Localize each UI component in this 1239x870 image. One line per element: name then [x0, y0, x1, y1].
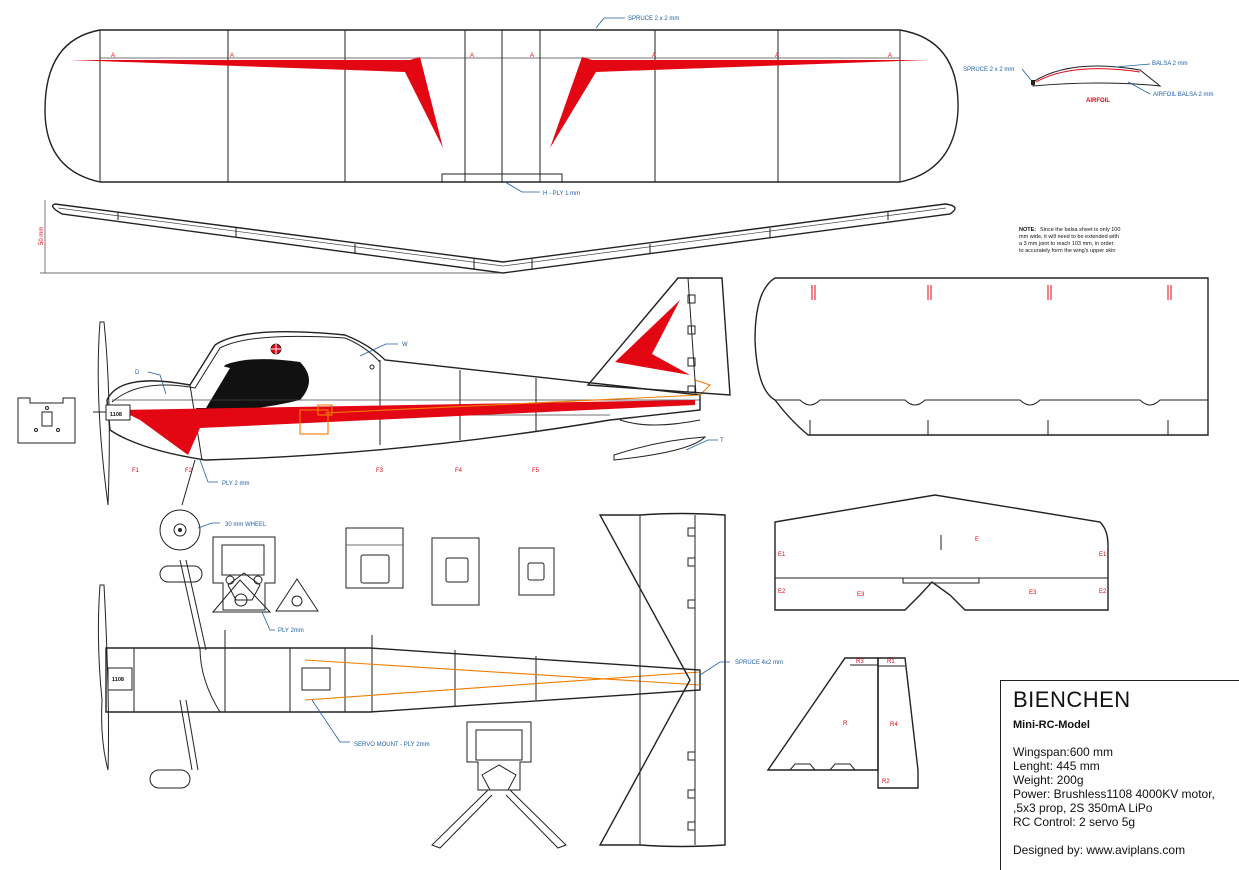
balsa-label: BALSA 2 mm	[1152, 61, 1188, 67]
frame-f5: F5	[532, 468, 540, 474]
note-text: NOTE:	[1019, 227, 1036, 233]
spec-power: Power: Brushless1108 4000KV motor,	[1013, 787, 1215, 801]
note-block: NOTE: Since the balsa sheet is only 100 …	[1019, 227, 1120, 254]
landing-gear-front	[431, 721, 567, 849]
rudder-parts: R3 R1 R R4 R2	[766, 657, 919, 789]
designer-credit: Designed by: www.aviplans.com	[1013, 843, 1186, 857]
frame-f3: F3	[376, 468, 384, 474]
h-ply-label: H - PLY 1 mm	[543, 191, 580, 197]
spruce-airfoil-label: SPRUCE 2 x 2 mm	[963, 67, 1014, 73]
label-a: A	[111, 53, 115, 59]
label-e: E	[975, 537, 979, 543]
spar-markers-a: A A A A A A A	[111, 53, 892, 59]
note-text: a 3 mm joint to reach 103 mm, in order	[1019, 241, 1114, 247]
firewall-part	[17, 397, 76, 444]
label-e1: E1	[1099, 552, 1107, 558]
spec-prop: ,5x3 prop, 2S 350mA LiPo	[1013, 801, 1153, 815]
d-label: D	[135, 370, 140, 376]
label-a: A	[230, 53, 234, 59]
note-text: Since the balsa sheet is only 100	[1040, 227, 1120, 233]
wing-top-view: A A A A A A A SPRUCE 2 x 2 mm H - PLY 1 …	[44, 16, 959, 197]
frame-f4: F4	[455, 468, 463, 474]
model-name: BIENCHEN	[1013, 687, 1131, 712]
model-subtitle: Mini-RC-Model	[1013, 719, 1090, 731]
label-a: A	[775, 53, 779, 59]
label-r2: R2	[882, 779, 890, 785]
wheel-label: 30 mm WHEEL	[225, 522, 267, 528]
airfoil-balsa-label: AIRFOIL BALSA 2 mm	[1153, 92, 1213, 98]
label-e1: E1	[778, 552, 786, 558]
label-e2: E2	[1099, 589, 1107, 595]
frame-f1: F1	[132, 468, 140, 474]
label-r: R	[843, 721, 848, 727]
label-r1: R1	[887, 659, 895, 665]
fuselage-top-view: 1108 SERVO MOUNT - PLY 2mm SPRUCE 4x2 mm	[97, 512, 783, 848]
label-a: A	[530, 53, 534, 59]
spruce-4x2-label: SPRUCE 4x2 mm	[735, 660, 783, 666]
height-label: 50 mm	[39, 227, 45, 245]
spec-rc: RC Control: 2 servo 5g	[1013, 815, 1136, 829]
airfoil-section: SPRUCE 2 x 2 mm BALSA 2 mm AIRFOIL AIRFO…	[963, 61, 1213, 104]
wing-front-view: 50 mm	[39, 200, 956, 274]
ply-label: PLY 2 mm	[222, 481, 249, 487]
label-r4: R4	[890, 722, 898, 728]
spec-weight: Weight: 200g	[1013, 773, 1084, 787]
wheel-and-formers: 30 mm WHEEL PLY 2mm	[159, 509, 555, 634]
label-e2: E2	[778, 589, 786, 595]
note-text: to accurately form the wing's upper skin	[1019, 248, 1115, 254]
motor-top-label: 1108	[112, 677, 124, 683]
fuselage-side-view: 1108 T W D F1 F2 F3 F4 F5 PLY 2 mm	[93, 277, 731, 506]
servo-mount-label: SERVO MOUNT - PLY 2mm	[354, 742, 430, 748]
label-a: A	[470, 53, 474, 59]
label-e3: E3	[857, 592, 865, 598]
t-label: T	[720, 438, 724, 444]
label-e3: E3	[1029, 590, 1037, 596]
note-text: mm wide, it will need to be extended wit…	[1019, 234, 1119, 240]
label-a: A	[888, 53, 892, 59]
spruce-label: SPRUCE 2 x 2 mm	[628, 16, 679, 22]
motor-label: 1108	[110, 412, 122, 418]
w-label: W	[402, 342, 408, 348]
spec-length: Lenght: 445 mm	[1013, 759, 1100, 773]
label-a: A	[652, 53, 656, 59]
stabilizer-parts: E E1 E1 E2 E2 E3 E3	[774, 494, 1109, 611]
wing-skin-sheet	[754, 277, 1209, 436]
spec-wingspan: Wingspan:600 mm	[1013, 745, 1114, 759]
label-r3: R3	[856, 659, 864, 665]
ply-2mm-label: PLY 2mm	[278, 628, 304, 634]
airfoil-label: AIRFOIL	[1086, 98, 1110, 104]
title-block: BIENCHEN Mini-RC-Model Wingspan:600 mm L…	[1000, 680, 1239, 870]
frame-f2: F2	[185, 468, 193, 474]
